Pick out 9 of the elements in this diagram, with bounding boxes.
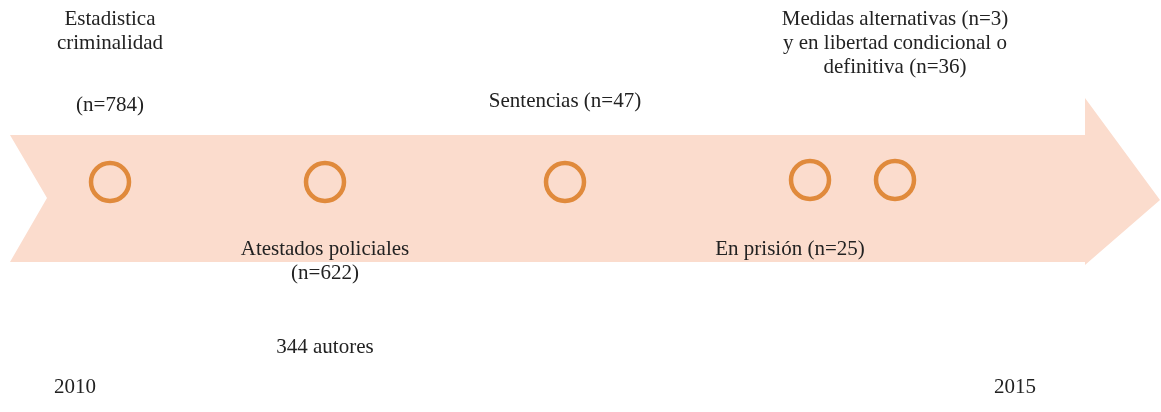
event-label: En prisión (n=25) — [714, 236, 866, 260]
event-label: Sentencias (n=47) — [487, 88, 643, 112]
event-label: Atestados policiales (n=622) — [239, 236, 411, 284]
event-label: (n=784) — [75, 92, 145, 116]
event-label: 344 autores — [275, 334, 375, 358]
event-label: Medidas alternativas (n=3) y en libertad condicional o definitiva (n=36) — [780, 6, 1010, 78]
event-label: Estadistica criminalidad — [55, 6, 165, 54]
year-label: 2015 — [993, 374, 1037, 398]
year-label: 2010 — [53, 374, 97, 398]
